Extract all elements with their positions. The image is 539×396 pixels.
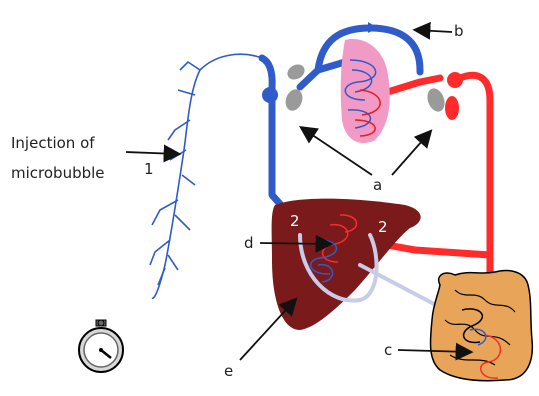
- label-1: 1: [144, 160, 154, 178]
- intestines: [430, 271, 532, 381]
- arrow-injection: [126, 152, 178, 154]
- injection-label-line2: microbubble: [11, 164, 105, 182]
- arrow-b: [416, 30, 452, 32]
- label-2-right: 2: [378, 218, 388, 236]
- left-heart: [445, 72, 463, 120]
- arrow-e: [240, 300, 295, 360]
- arrow-a-right: [392, 132, 430, 175]
- label-b: b: [454, 22, 464, 40]
- arrow-d: [260, 243, 330, 244]
- label-c: c: [384, 341, 392, 359]
- lung-capillary-bed: [341, 39, 390, 143]
- label-a: a: [373, 176, 382, 194]
- right-atrium-node: [262, 87, 278, 103]
- peripheral-vein-tree: [150, 54, 262, 298]
- label-2-left: 2: [290, 212, 300, 230]
- stopwatch-icon: [79, 320, 123, 372]
- injection-label-line1: Injection of: [11, 134, 95, 152]
- label-d: d: [244, 234, 254, 252]
- label-e: e: [224, 362, 233, 380]
